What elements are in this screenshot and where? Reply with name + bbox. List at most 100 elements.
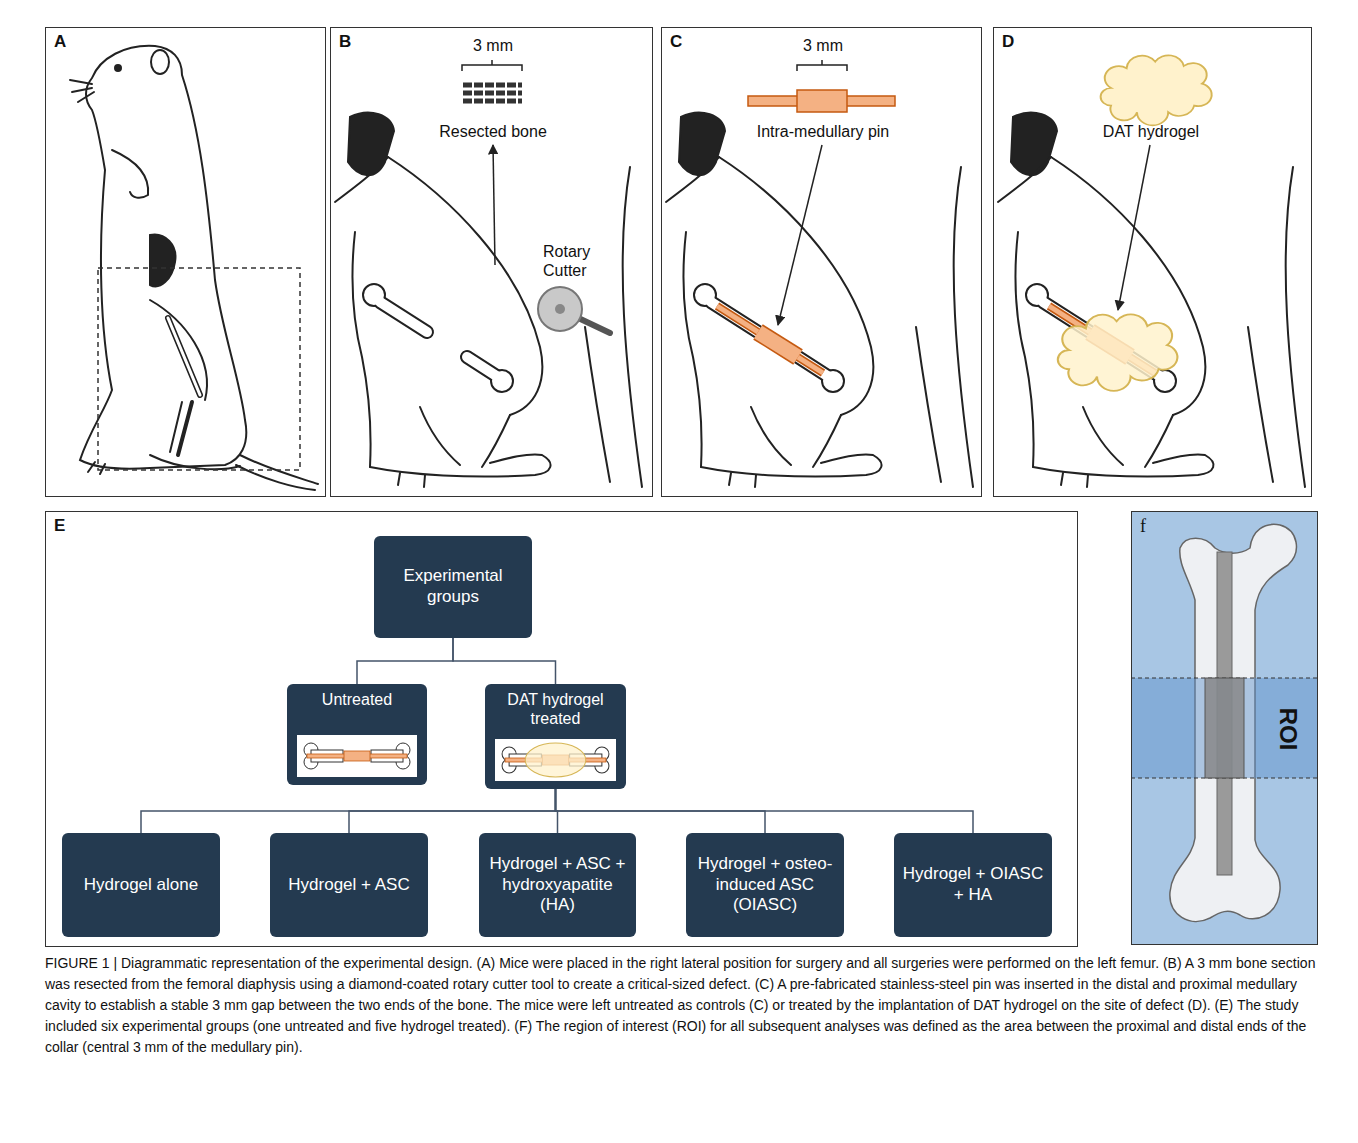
tree-connector [357,638,453,684]
rat-drawing [150,235,175,287]
panel-f: fROI [1131,511,1318,945]
rat-drawing [168,318,200,395]
panel-letter: C [670,32,700,52]
group-box: DAT hydrogel treated [485,684,626,789]
rotary-cutter [555,304,565,314]
group-label: Experimental groups [382,566,524,607]
panel-label: 3 mm [783,36,863,55]
rat-drawing [170,402,182,452]
panel-c-drawing [694,284,844,392]
panel-d-drawing [1101,55,1212,125]
panel-d: D DAT hydrogel [993,27,1312,497]
panel-b: B 3 mm Resected boneRotary Cutter [330,27,653,497]
panel-letter: A [54,32,84,52]
rat-drawing [236,465,315,490]
zoom-box [98,268,300,470]
panel-b-drawing [493,145,495,265]
box-text-group: Experimental groups [382,566,524,607]
group-box: Experimental groups [374,536,532,638]
resected-bone [463,91,522,96]
rat-drawing [168,318,200,395]
rat-drawing [150,300,207,400]
box-text-group: Hydrogel + ASC [278,875,420,896]
panel-b-drawing [335,113,642,487]
rat-drawing [88,462,105,474]
panel-b-drawing [363,284,513,392]
panel-label: Rotary Cutter [543,242,617,280]
panel-label: Intra-medullary pin [713,122,933,141]
box-text-group: Hydrogel + ASC + hydroxyapatite (HA) [487,854,628,916]
panel-label: DAT hydrogel [1061,122,1241,141]
panel-a: A [45,27,326,497]
rat-drawing [150,455,240,469]
panel-c-drawing [797,90,847,112]
panel-label: 3 mm [453,36,533,55]
box-text-group: DAT hydrogel treated [485,684,626,728]
panel-d-drawing [998,113,1305,487]
group-box: Untreated [287,684,427,785]
panel-d-drawing [1118,145,1150,310]
box-text-group: Hydrogel + osteo-induced ASC (OIASC) [694,854,836,916]
rotary-cutter [538,287,582,331]
bone-pin-icon [297,735,417,777]
box-text-group: Hydrogel alone [70,875,212,896]
femur-roi-drawing [1205,678,1244,778]
panel-letter: f [1140,516,1170,538]
panel-letter: B [339,32,369,52]
group-label: Hydrogel alone [70,875,212,896]
rat-drawing [80,46,246,469]
bone-hydrogel-icon [495,739,616,781]
group-label: Untreated [287,690,427,709]
group-box: Hydrogel + ASC [270,833,428,937]
bone-icon-frame [495,739,616,781]
resected-bone [463,83,522,88]
femur-roi-drawing [1131,678,1318,778]
tree-connector [141,789,556,833]
group-label: Hydrogel + ASC + hydroxyapatite (HA) [487,854,628,916]
box-text-group: Hydrogel + OIASC + HA [902,864,1044,905]
panel-b-drawing [462,60,522,71]
box-text-group: Untreated [287,684,427,709]
group-box: Hydrogel + ASC + hydroxyapatite (HA) [479,833,636,937]
rat-drawing [70,46,318,490]
panel-b-drawing [335,60,642,487]
group-label: DAT hydrogel treated [485,690,626,728]
rat-drawing [151,50,169,74]
rotary-cutter [538,287,610,333]
panel-c-drawing [666,113,973,487]
resected-bone [463,99,522,104]
figure-caption: FIGURE 1 | Diagrammatic representation o… [45,953,1318,1058]
panel-c-drawing [778,145,822,325]
rat-drawing [112,150,148,198]
panel-c-drawing [797,60,847,71]
bone-hydrogel-icon [525,743,586,777]
tree-connector [349,789,556,833]
group-label: Hydrogel + ASC [278,875,420,896]
panel-letter: D [1002,32,1032,52]
group-box: Hydrogel + osteo-induced ASC (OIASC) [686,833,844,937]
panel-c-drawing [717,306,823,373]
panel-d-drawing [998,55,1305,487]
panel-label: Resected bone [423,122,563,141]
group-box: Hydrogel alone [62,833,220,937]
bone-icon-frame [297,735,417,777]
femur-roi-drawing [1131,511,1318,945]
panel-c-drawing [666,60,973,487]
rat-drawing [70,80,94,102]
panel-c: C 3 mm Intra-medullary pin [661,27,982,497]
bone-pin-icon [344,751,370,761]
femur-roi-drawing [1131,511,1318,945]
group-box: Hydrogel + OIASC + HA [894,833,1052,937]
resected-bone [463,85,522,101]
tree-connector [556,789,974,833]
panel-letter: E [54,516,84,536]
panel-e: E Experimental groupsUntreated DAT hydroge… [45,511,1078,947]
panel-d-drawing [1058,314,1178,390]
tree-connector [453,638,556,684]
group-label: Hydrogel + OIASC + HA [902,864,1044,905]
group-label: Hydrogel + osteo-induced ASC (OIASC) [694,854,836,916]
panel-label: ROI [1274,699,1302,759]
